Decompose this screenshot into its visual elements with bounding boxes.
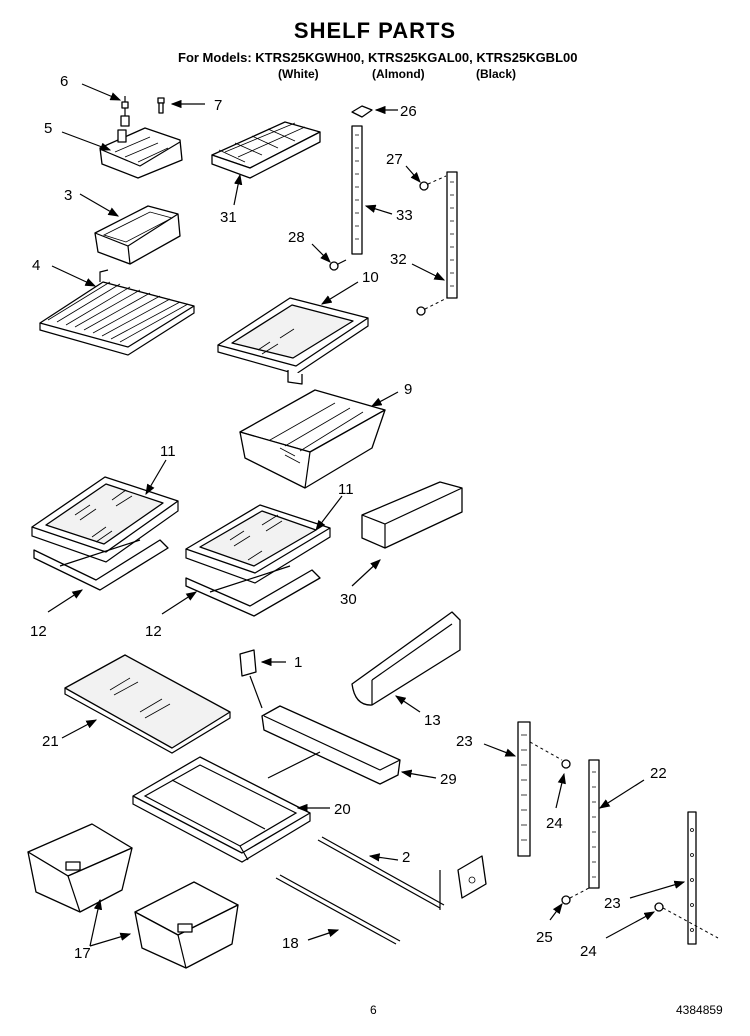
part-screw-7 (157, 97, 165, 114)
color-white: (White) (278, 67, 319, 81)
part-cap-26 (351, 105, 373, 118)
part-bracket-2 (439, 855, 487, 910)
part-screw-24-upper (529, 741, 571, 769)
callout-24-lower: 24 (580, 943, 597, 960)
callout-30: 30 (340, 591, 357, 608)
part-door-bin-30 (361, 481, 463, 549)
part-channel-29 (261, 705, 401, 785)
document-number: 4384859 (676, 1003, 723, 1017)
part-rail-22 (588, 759, 600, 889)
callout-32: 32 (390, 251, 407, 268)
part-crisper-9 (239, 389, 386, 489)
part-glass-21 (64, 654, 231, 754)
part-screw-6 (120, 96, 130, 127)
callout-28: 28 (288, 229, 305, 246)
callout-10: 10 (362, 269, 379, 286)
callout-13: 13 (424, 712, 441, 729)
part-frame-12-right (185, 565, 321, 617)
callout-12-left: 12 (30, 623, 47, 640)
part-frame-12-left (33, 539, 169, 591)
callout-12-right: 12 (145, 623, 162, 640)
callout-arrows (47, 83, 686, 947)
callout-5: 5 (44, 120, 52, 137)
callout-26: 26 (400, 103, 417, 120)
part-bracket-5 (99, 127, 183, 179)
part-screw-28 (329, 259, 347, 271)
callout-22: 22 (650, 765, 667, 782)
part-rail-33 (351, 125, 363, 255)
part-cover-13 (351, 611, 461, 706)
callout-2: 2 (402, 849, 410, 866)
models-line: For Models: KTRS25KGWH00, KTRS25KGAL00, … (178, 50, 578, 65)
callout-25: 25 (536, 929, 553, 946)
callout-23-upper: 23 (456, 733, 473, 750)
part-drawer-17-left (27, 823, 133, 913)
part-shelf-10 (217, 297, 369, 385)
callout-27: 27 (386, 151, 403, 168)
part-rail-23-upper (517, 721, 531, 857)
part-screw-24-lower (654, 902, 719, 939)
part-rod-2 (317, 836, 445, 909)
page-title: SHELF PARTS (293, 18, 457, 43)
part-ice-tray-31 (211, 121, 321, 179)
callout-24-upper: 24 (546, 815, 563, 832)
part-rail-23-lower (687, 811, 697, 945)
callout-4: 4 (32, 257, 40, 274)
callout-6: 6 (60, 73, 68, 90)
part-bin-3 (94, 205, 181, 265)
callout-1: 1 (294, 654, 302, 671)
part-screw-27 (419, 175, 447, 191)
callout-labels: 6 7 5 31 26 27 33 28 32 3 4 10 9 11 11 1… (30, 73, 667, 962)
callout-11-right: 11 (338, 481, 354, 498)
color-almond: (Almond) (372, 67, 425, 81)
callout-9: 9 (404, 381, 412, 398)
part-rod-18 (275, 874, 401, 945)
callout-23-lower: 23 (604, 895, 621, 912)
callout-20: 20 (334, 801, 351, 818)
callout-11-left: 11 (160, 443, 176, 460)
callout-33: 33 (396, 207, 413, 224)
callout-29: 29 (440, 771, 457, 788)
part-screw-25 (561, 887, 590, 905)
callout-18: 18 (282, 935, 299, 952)
part-rail-32 (416, 171, 458, 316)
color-black: (Black) (476, 67, 517, 81)
part-drawer-17-right (134, 881, 239, 969)
page-number: 6 (370, 1003, 377, 1017)
callout-7: 7 (214, 97, 222, 114)
callout-17: 17 (74, 945, 91, 962)
part-glass-shelf-11-left (31, 476, 179, 563)
callout-31: 31 (220, 209, 237, 226)
callout-21: 21 (42, 733, 59, 750)
part-frame-20 (132, 756, 311, 863)
part-wire-shelf-4 (39, 269, 195, 356)
callout-3: 3 (64, 187, 72, 204)
part-clip-1 (239, 649, 263, 709)
part-glass-shelf-11-right (185, 504, 331, 584)
